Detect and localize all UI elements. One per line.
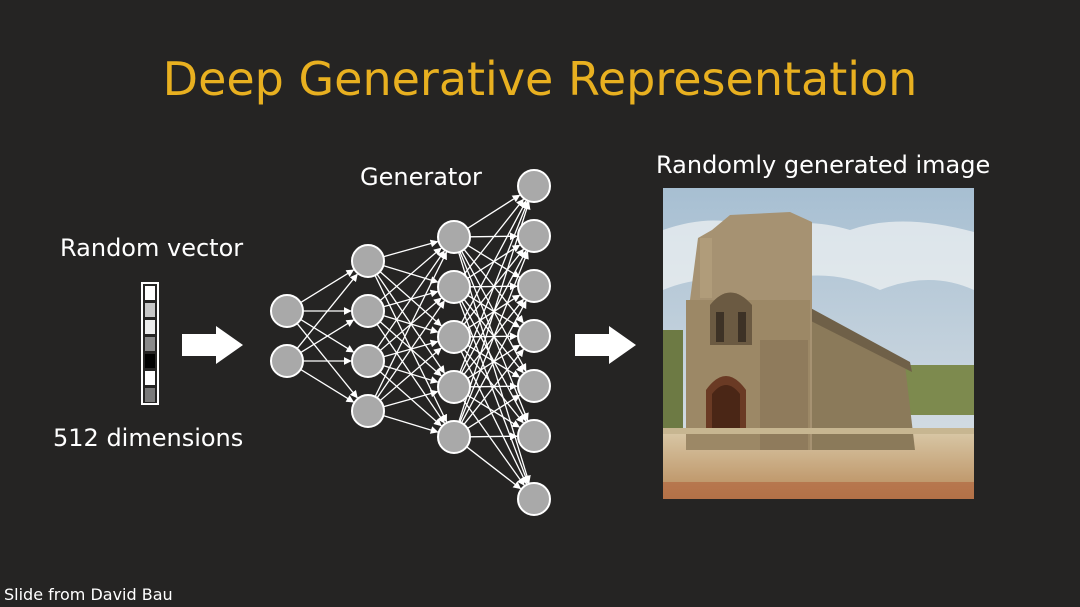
slide-credit: Slide from David Bau [4,585,173,604]
network-connections [296,194,531,490]
network-node [517,219,551,253]
network-edge [459,301,530,484]
network-edge [383,415,439,434]
network-edge [462,399,525,486]
network-node [351,244,385,278]
network-node [437,420,471,454]
network-edge [467,394,521,429]
random-vector-frame [141,282,159,405]
network-node [351,394,385,428]
vector-cell [145,371,155,385]
input-arrow [182,326,243,364]
network-edge [460,351,528,485]
network-edge [460,300,527,424]
network-edge [463,198,524,275]
vector-cell [145,337,155,351]
network-edge [383,239,439,258]
network-edge [376,300,445,399]
network-edge [459,201,529,373]
random-vector-label: Random vector [60,234,244,262]
vector-cell [145,286,155,300]
network-node [517,482,551,516]
dimensions-label: 512 dimensions [53,424,244,452]
network-node [437,320,471,354]
vector-cell [145,388,155,402]
network-node [517,419,551,453]
random-vector [141,282,159,405]
network-node [437,270,471,304]
network-edge [379,347,442,402]
network-edge [300,269,355,304]
network-edge [383,389,439,408]
network-node [517,319,551,353]
network-node [270,294,304,328]
vector-cell [145,320,155,334]
network-edge [376,250,445,349]
network-edge [466,446,522,490]
network-edge [459,251,529,423]
network-node [517,169,551,203]
network-edge [296,273,358,349]
network-node [517,369,551,403]
generated-image [663,188,974,499]
network-nodes [270,169,551,516]
generator-label: Generator [360,163,482,191]
network-node [517,269,551,303]
output-arrow [575,326,636,364]
network-edge [467,194,521,229]
output-image-label: Randomly generated image [656,151,991,179]
vector-cell [145,303,155,317]
network-node [437,370,471,404]
network-edge [460,200,527,324]
network-edge [379,247,442,302]
network-edge [300,368,355,403]
network-node [270,344,304,378]
network-node [351,294,385,328]
network-edge [463,348,524,425]
network-node [437,220,471,254]
vector-cell [145,354,155,368]
network-edge [300,319,355,354]
network-edge [374,251,448,397]
network-node [351,344,385,378]
network-edge [469,432,518,441]
slide-title: Deep Generative Representation [162,52,918,106]
